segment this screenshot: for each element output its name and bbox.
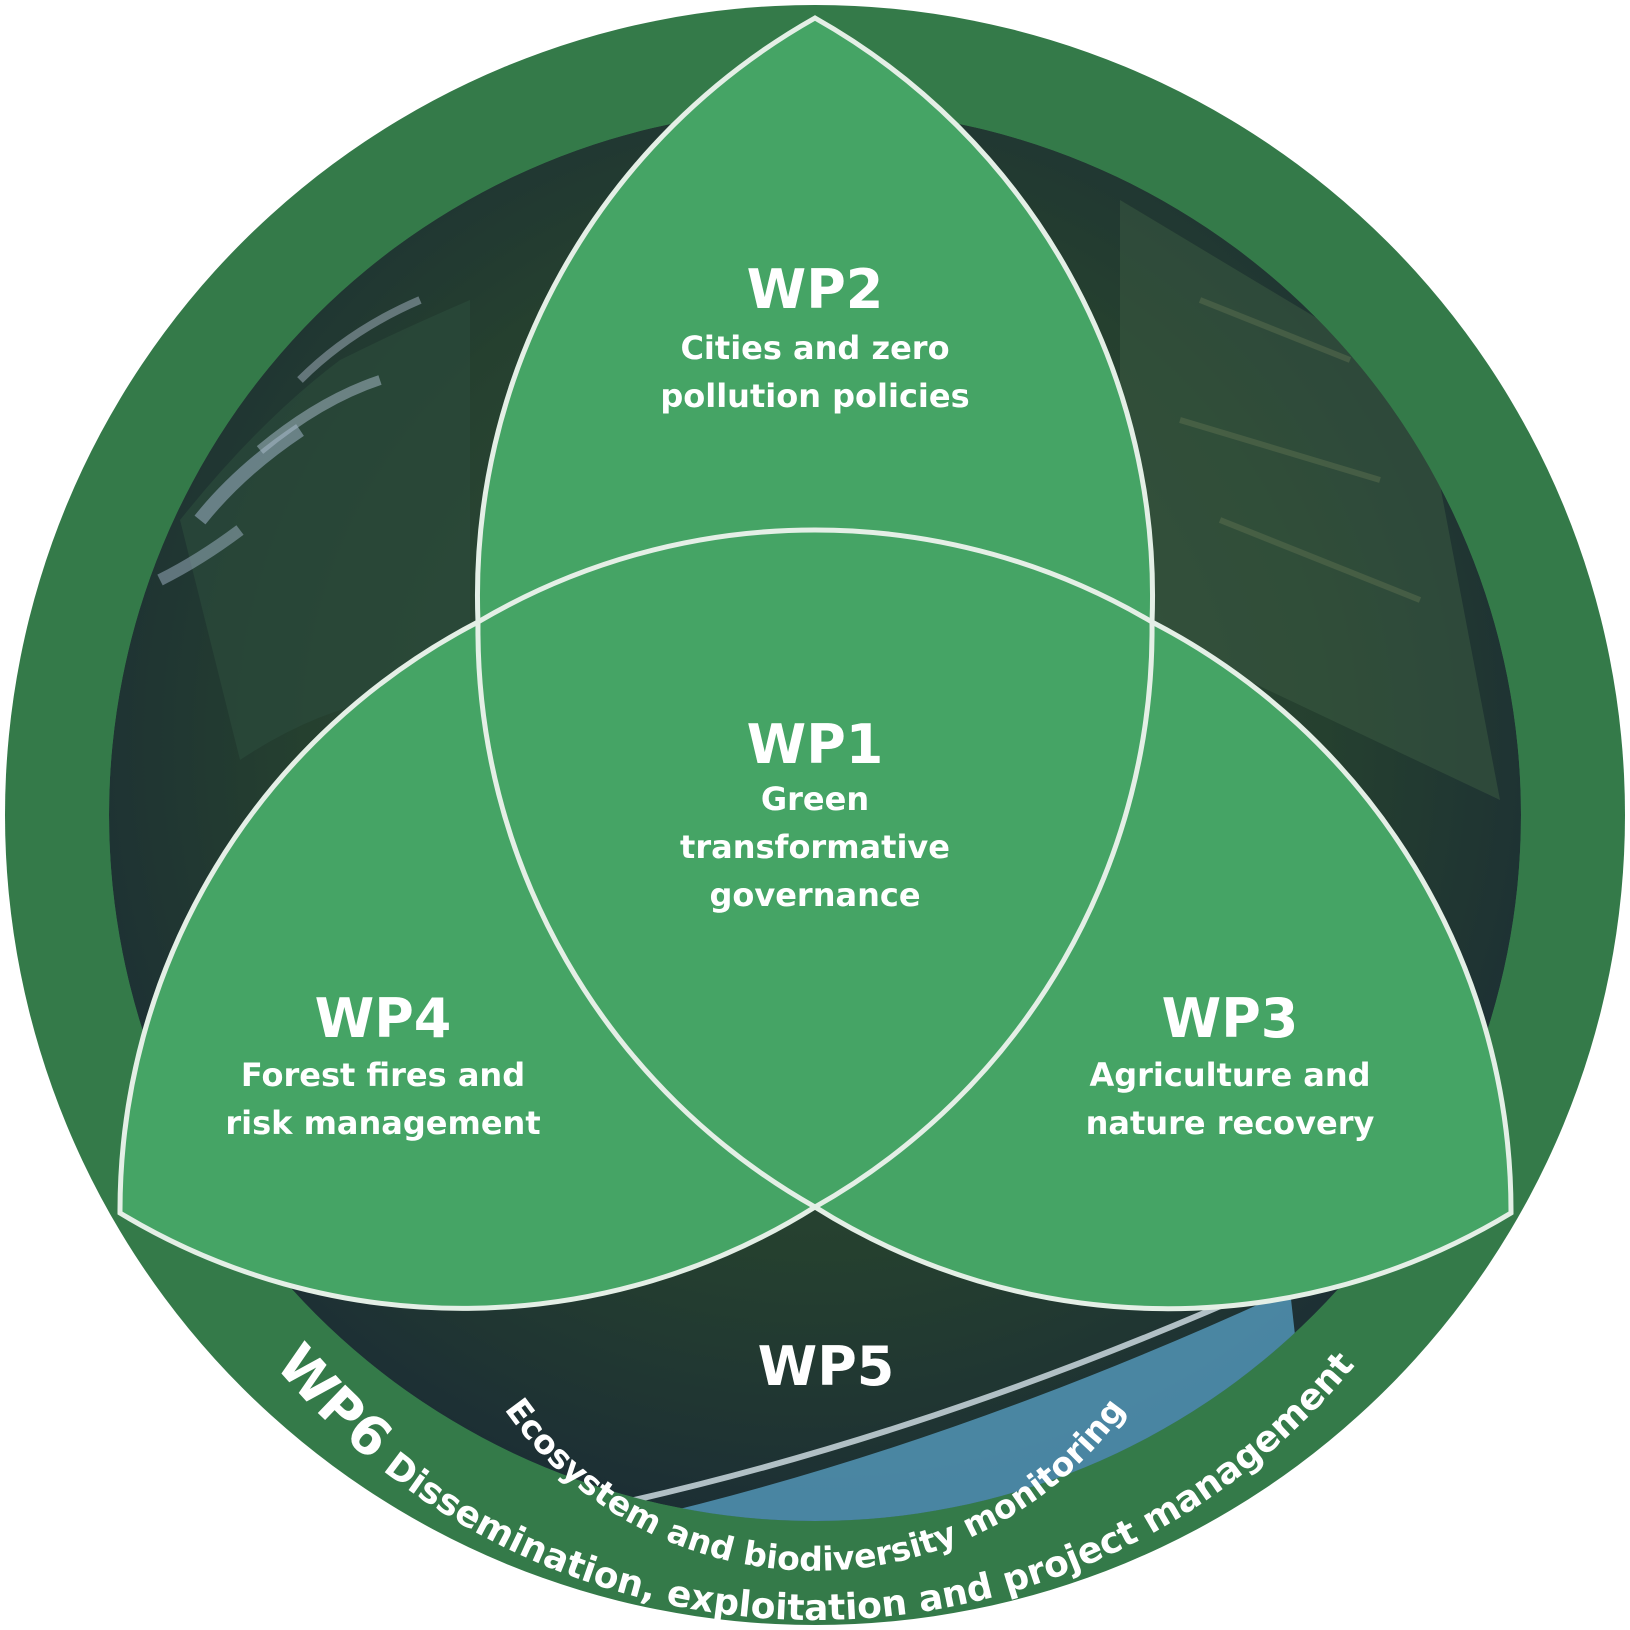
wp2-title: WP2 <box>747 258 884 321</box>
wp2-line1: Cities and zero <box>680 329 949 367</box>
center-wp1 <box>475 527 1155 1210</box>
wp2-line2: pollution policies <box>660 377 969 415</box>
wp3-line1: Agriculture and <box>1089 1056 1370 1094</box>
wp4-line2: risk management <box>225 1104 540 1142</box>
wp1-line3: governance <box>709 876 920 914</box>
wp3-line2: nature recovery <box>1086 1104 1375 1142</box>
wp4-line1: Forest fires and <box>241 1056 525 1094</box>
wp5-title: WP5 <box>758 1335 895 1398</box>
venn-petals <box>117 15 1514 1312</box>
wp4-title: WP4 <box>315 987 452 1050</box>
wp1-title: WP1 <box>747 713 884 776</box>
wp1-line2: transformative <box>680 828 950 866</box>
wp3-title: WP3 <box>1162 987 1299 1050</box>
wp1-line1: Green <box>761 780 869 818</box>
